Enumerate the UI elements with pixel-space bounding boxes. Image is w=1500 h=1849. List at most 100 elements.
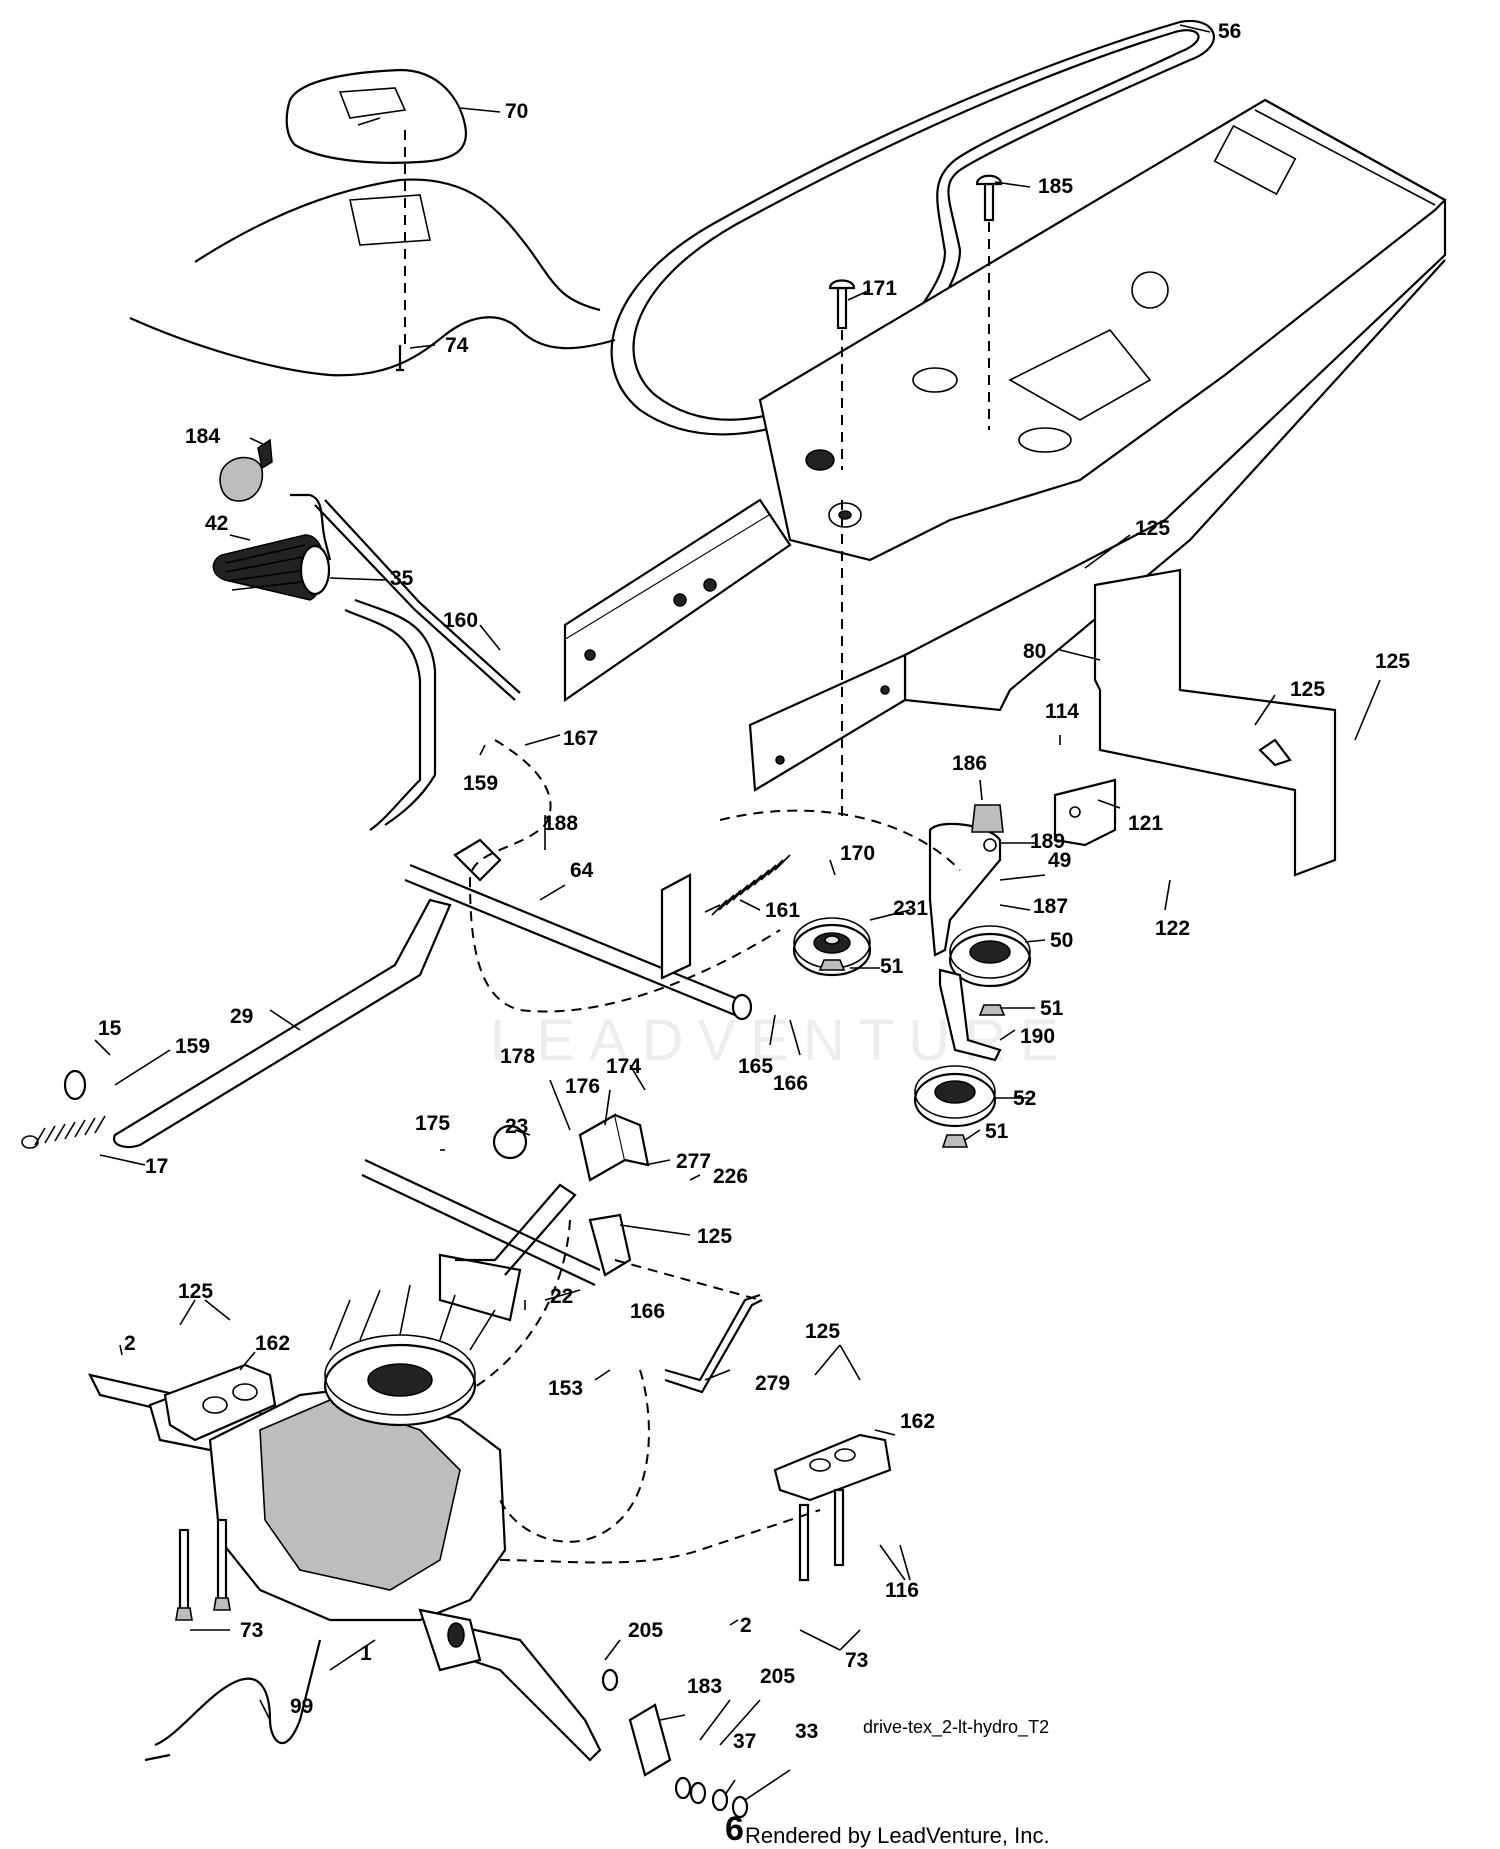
idler-arm-189	[928, 804, 1004, 957]
callout-279: 279	[755, 1372, 790, 1395]
page-number: 6	[725, 1810, 744, 1848]
callout-labels: 56 70 185 171 74 184 42 35 125 160 80 12…	[98, 20, 1410, 1753]
callout-64: 64	[570, 859, 594, 882]
callout-174: 174	[606, 1055, 641, 1078]
callout-175: 175	[415, 1112, 450, 1135]
fender-assembly	[129, 68, 616, 377]
callout-116: 116	[885, 1579, 919, 1602]
callout-178: 178	[500, 1045, 535, 1068]
callout-23: 23	[505, 1115, 528, 1138]
bracket-190	[938, 968, 1002, 1062]
callout-73a: 73	[240, 1619, 263, 1642]
callout-205a: 205	[628, 1619, 663, 1642]
callout-50: 50	[1050, 929, 1073, 952]
callout-162a: 162	[255, 1332, 290, 1355]
bolt-185	[975, 174, 1003, 222]
callout-52: 52	[1013, 1087, 1036, 1110]
callout-42: 42	[205, 512, 228, 535]
callout-70: 70	[505, 100, 528, 123]
shift-rod-175	[361, 1159, 632, 1322]
callout-22: 22	[550, 1285, 573, 1308]
bolt-171	[828, 279, 856, 330]
callout-114: 114	[1045, 700, 1079, 723]
routing-dash-2	[719, 809, 961, 871]
pulley-50	[948, 925, 1032, 1016]
callout-277: 277	[676, 1150, 711, 1173]
brake-pedal-assembly	[212, 438, 521, 831]
routing-dash-3	[614, 1259, 761, 1301]
leader-lines	[94, 24, 1381, 1801]
routing-dash-6	[469, 1219, 571, 1391]
callout-125e: 125	[178, 1280, 213, 1303]
callout-226: 226	[713, 1165, 748, 1188]
callout-125b: 125	[1290, 678, 1325, 701]
callout-159a: 159	[463, 772, 498, 795]
callout-184: 184	[185, 425, 220, 448]
callout-170: 170	[840, 842, 875, 865]
spring-161	[704, 854, 791, 916]
frame-chassis	[563, 98, 1447, 792]
callout-153: 153	[548, 1377, 583, 1400]
callout-99: 99	[290, 1695, 313, 1718]
callout-121: 121	[1128, 812, 1163, 835]
idler-pulley-231	[792, 917, 872, 977]
routing-dash-5	[499, 1509, 821, 1564]
callout-125f: 125	[805, 1320, 840, 1343]
callout-29: 29	[230, 1005, 253, 1028]
callout-74: 74	[445, 334, 469, 357]
callout-125c: 125	[1375, 650, 1410, 673]
callout-186: 186	[952, 752, 987, 775]
callout-56: 56	[1218, 20, 1241, 43]
callout-159b: 159	[175, 1035, 210, 1058]
drawing-name: drive-tex_2-lt-hydro_T2	[863, 1717, 1049, 1738]
callout-51a: 51	[880, 955, 904, 978]
callout-185: 185	[1038, 175, 1073, 198]
callout-166a: 166	[773, 1072, 808, 1095]
washers-205-37-33	[601, 1668, 749, 1819]
shift-bracket-176	[492, 1113, 650, 1182]
callout-17: 17	[145, 1155, 168, 1178]
callout-160: 160	[443, 609, 478, 632]
callout-125d: 125	[697, 1225, 732, 1248]
callout-33: 33	[795, 1720, 818, 1743]
callout-231: 231	[893, 897, 928, 920]
callout-37: 37	[733, 1730, 756, 1753]
mount-bracket-162-right	[773, 1433, 892, 1502]
watermark: LEADVENTURE	[490, 1008, 1073, 1073]
callout-167: 167	[563, 727, 598, 750]
callout-2b: 2	[740, 1614, 752, 1637]
callout-189: 189	[1030, 830, 1065, 853]
hydro-transaxle-1	[87, 1284, 602, 1762]
rod-29	[112, 898, 452, 1149]
callout-125a: 125	[1135, 517, 1170, 540]
callout-166b: 166	[630, 1300, 665, 1323]
return-spring-17	[21, 1069, 106, 1149]
callout-1: 1	[360, 1642, 372, 1665]
callout-161: 161	[765, 899, 800, 922]
callout-49: 49	[1048, 849, 1071, 872]
callout-187: 187	[1033, 895, 1068, 918]
callout-51b: 51	[1040, 997, 1064, 1020]
rendered-by: Rendered by LeadVenture, Inc.	[745, 1823, 1050, 1848]
callout-15: 15	[98, 1017, 122, 1040]
callout-183: 183	[687, 1675, 722, 1698]
callout-176: 176	[565, 1075, 600, 1098]
heat-shield-80	[1053, 568, 1337, 877]
callout-73b: 73	[845, 1649, 868, 1672]
callout-190: 190	[1020, 1025, 1055, 1048]
callout-165: 165	[738, 1055, 773, 1078]
callout-2a: 2	[124, 1332, 136, 1355]
routing-dash-1	[468, 739, 781, 1013]
callout-188: 188	[543, 812, 578, 835]
callout-80: 80	[1023, 640, 1046, 663]
callout-162b: 162	[900, 1410, 935, 1433]
callout-51c: 51	[985, 1120, 1009, 1143]
callout-122: 122	[1155, 917, 1190, 940]
rod-99	[144, 1639, 322, 1762]
cross-shaft-64	[404, 838, 753, 1021]
callout-171: 171	[862, 277, 897, 300]
routing-dash-4	[499, 1369, 650, 1543]
spacer-183	[628, 1703, 672, 1777]
pulley-52	[913, 1065, 997, 1148]
